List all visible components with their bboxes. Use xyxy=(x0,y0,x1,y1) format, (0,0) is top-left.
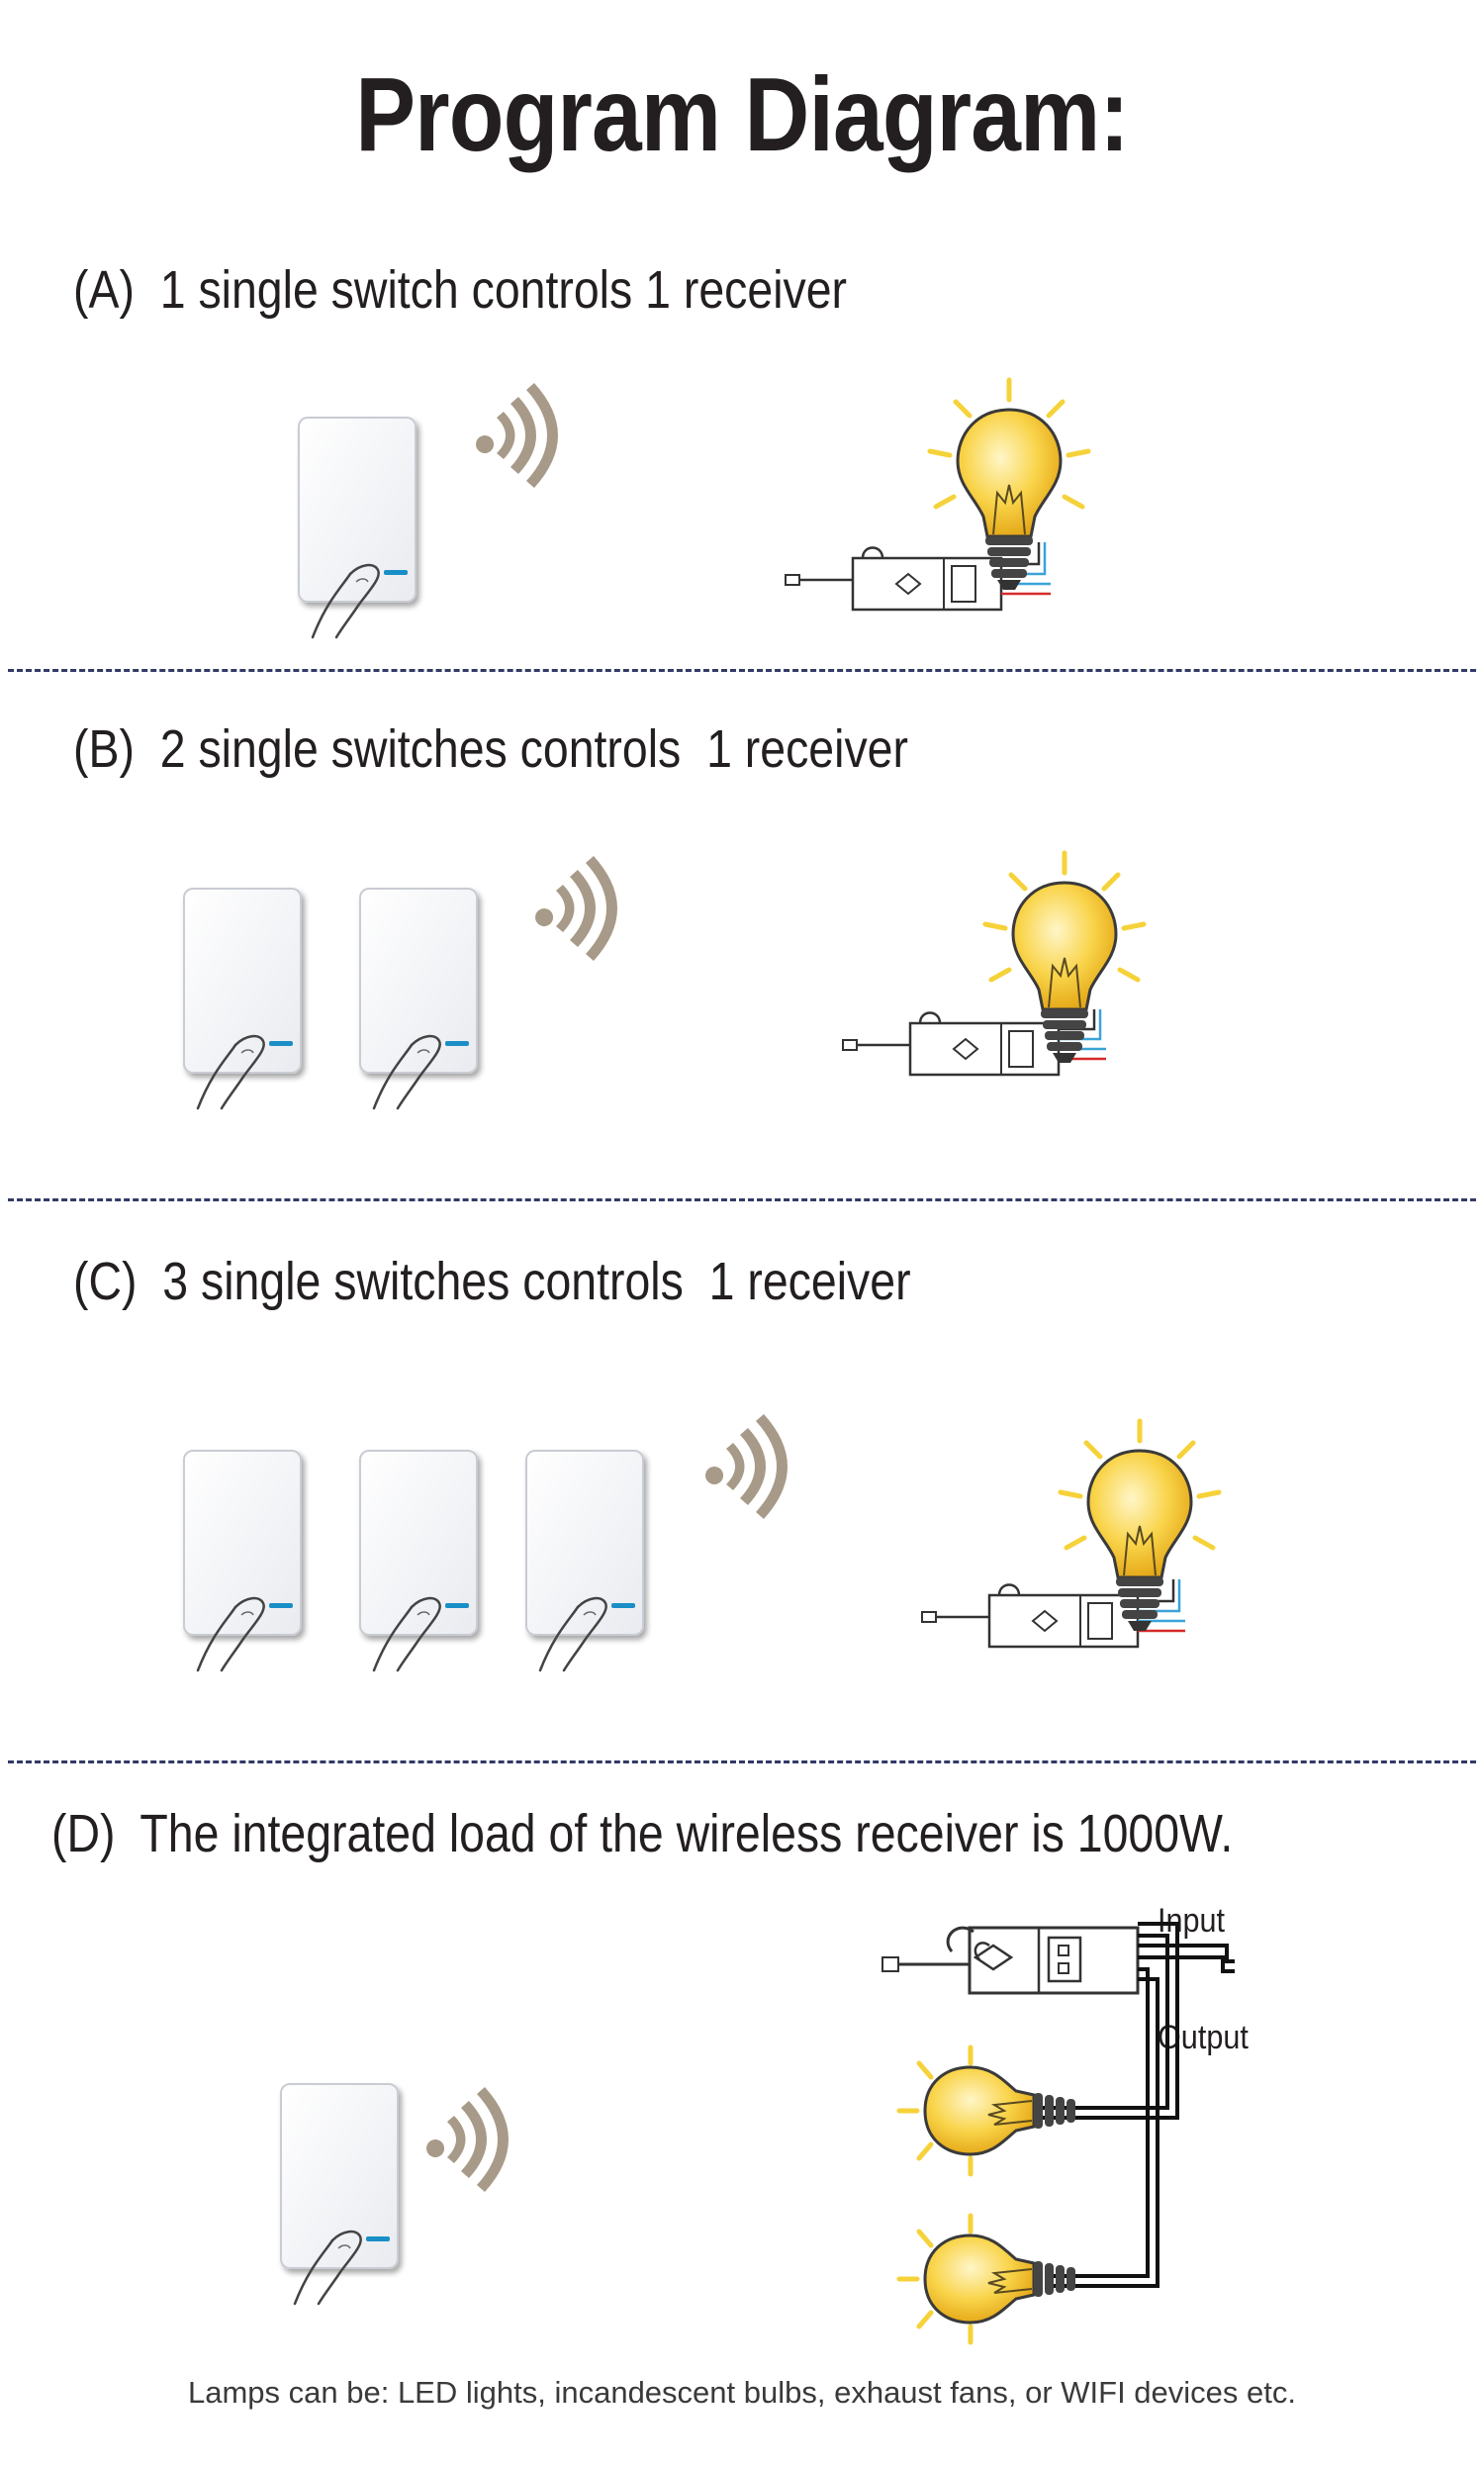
wireless-signal-icon-a xyxy=(476,383,558,488)
section-divider-2 xyxy=(8,1198,1476,1201)
section-divider-1 xyxy=(8,669,1476,672)
input-label: Input xyxy=(1158,1902,1226,1940)
wall-switch-d1 xyxy=(281,2084,398,2304)
section-divider-3 xyxy=(8,1760,1476,1763)
light-bulb-d1 xyxy=(899,2047,1075,2174)
wireless-signal-icon-b xyxy=(535,856,617,961)
wall-switch-b1 xyxy=(184,889,301,1108)
wall-switch-a1 xyxy=(299,418,416,637)
section-a-heading: (A) 1 single switch controls 1 receiver xyxy=(73,260,848,320)
wall-switch-b2 xyxy=(360,889,477,1108)
section-d-heading: (D) The integrated load of the wireless … xyxy=(51,1804,1234,1863)
output-label: Output xyxy=(1158,2019,1249,2056)
wall-switch-c3 xyxy=(526,1451,643,1670)
input-wires xyxy=(1138,1944,1235,1973)
output-wires xyxy=(1029,1922,1179,2288)
receiver-d xyxy=(881,1926,1140,1995)
page-title: Program Diagram: xyxy=(355,56,1129,173)
wireless-signal-icon-c xyxy=(705,1414,788,1519)
lamp-types-note: Lamps can be: LED lights, incandescent b… xyxy=(187,2375,1296,2410)
wall-switch-c2 xyxy=(360,1451,477,1670)
wireless-signal-icon-d xyxy=(426,2087,509,2192)
light-bulb-d2 xyxy=(899,2216,1075,2342)
section-c-heading: (C) 3 single switches controls 1 receive… xyxy=(73,1252,911,1311)
section-b-heading: (B) 2 single switches controls 1 receive… xyxy=(73,719,908,779)
wall-switch-c1 xyxy=(184,1451,301,1670)
